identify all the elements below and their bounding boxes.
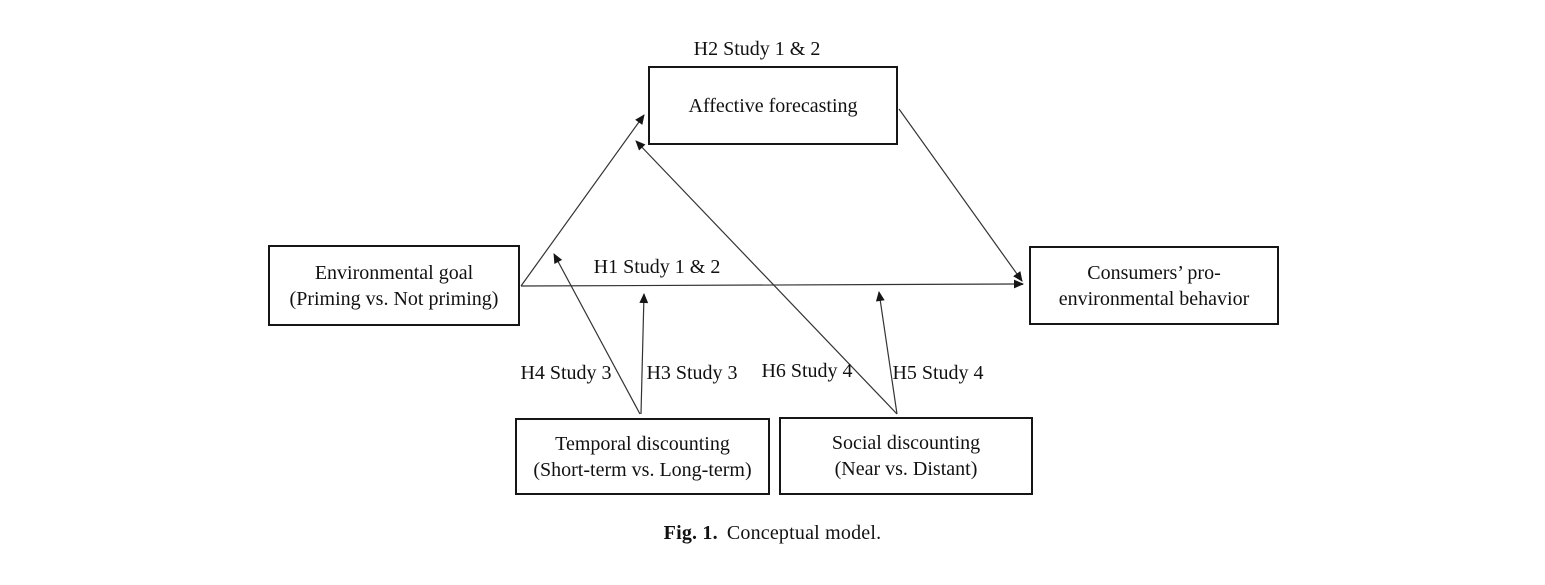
node-temporal-discounting: Temporal discounting (Short-term vs. Lon… — [515, 418, 770, 495]
node-label: Consumers’ pro- — [1087, 261, 1221, 284]
node-sublabel: (Near vs. Distant) — [834, 458, 978, 480]
node-label: Environmental goal — [314, 261, 474, 284]
arrow-affective-to-behavior — [898, 108, 1023, 282]
figure-caption: Fig. 1. Conceptual model. — [0, 522, 1545, 545]
edge-label-h2: H2 Study 1 & 2 — [693, 38, 821, 60]
node-environmental-goal: Environmental goal (Priming vs. Not prim… — [268, 245, 520, 326]
node-sublabel: (Short-term vs. Long-term) — [533, 458, 752, 481]
arrow-social-to-mediation-path-h6 — [635, 140, 898, 415]
edge-label-h6: H6 Study 4 — [761, 360, 853, 382]
edge-label-h5: H5 Study 4 — [892, 362, 984, 384]
edge-label-h4: H4 Study 3 — [520, 362, 612, 384]
arrow-temporal-to-mediation-path-h4 — [553, 253, 641, 415]
caption-label: Fig. 1. — [663, 522, 718, 544]
node-social-discounting: Social discounting (Near vs. Distant) — [779, 417, 1033, 495]
arrow-temporal-to-direct-path-h3 — [639, 293, 649, 415]
caption-text: Conceptual model. — [726, 522, 882, 544]
node-sublabel: environmental behavior — [1058, 287, 1250, 310]
edge-label-h3: H3 Study 3 — [646, 362, 738, 384]
node-label: Affective forecasting — [688, 94, 858, 117]
arrow-social-to-direct-path-h5 — [875, 291, 898, 415]
node-consumer-behavior: Consumers’ pro- environmental behavior — [1029, 246, 1279, 325]
arrow-env-to-affective — [520, 114, 645, 287]
node-label: Social discounting — [831, 432, 981, 454]
node-affective-forecasting: Affective forecasting — [648, 66, 898, 145]
edge-label-h1: H1 Study 1 & 2 — [593, 256, 721, 278]
arrow-env-to-behavior-h1 — [520, 279, 1024, 289]
node-label: Temporal discounting — [555, 432, 730, 455]
node-sublabel: (Priming vs. Not priming) — [289, 287, 499, 310]
